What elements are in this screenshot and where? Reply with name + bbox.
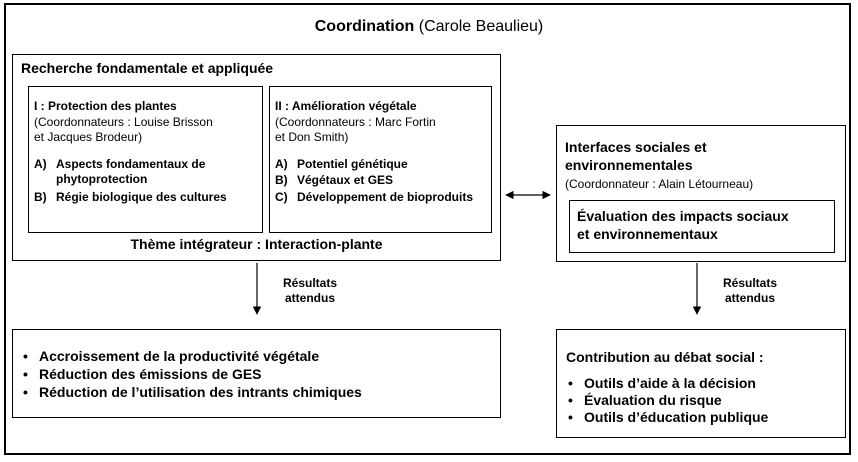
integrator-theme: Thème intégrateur : Interaction-plante bbox=[130, 236, 383, 252]
theme2-coordinators-line2: et Don Smith) bbox=[275, 130, 349, 144]
interfaces-box: Interfaces sociales et environnementales… bbox=[556, 125, 846, 262]
outcome-item: Réduction des émissions de GES bbox=[21, 365, 362, 383]
theme1-title: I : Protection des plantes bbox=[34, 99, 177, 113]
results-right-line2: attendus bbox=[724, 291, 775, 305]
research-heading: Recherche fondamentale et appliquée bbox=[21, 60, 274, 76]
outer-frame bbox=[4, 3, 851, 455]
research-box: Recherche fondamentale et appliquée I : … bbox=[12, 54, 501, 261]
outcome-item: Outils d’éducation publique bbox=[566, 409, 768, 426]
theme1-coordinators-line2: et Jacques Brodeur) bbox=[34, 130, 143, 144]
outcomes-right-list: Outils d’aide à la décision Évaluation d… bbox=[566, 375, 768, 426]
theme1-item-a-line1: Aspects fondamentaux de bbox=[56, 157, 206, 171]
theme1-coordinators-line1: (Coordonnateurs : Louise Brisson bbox=[34, 115, 213, 129]
theme2-item-a-line1: Potentiel génétique bbox=[297, 157, 408, 171]
outcomes-left-list: Accroissement de la productivité végétal… bbox=[21, 347, 362, 401]
outcome-item: Réduction de l’utilisation des intrants … bbox=[21, 383, 362, 401]
interfaces-coordinator: (Coordonnateur : Alain Létourneau) bbox=[565, 177, 754, 191]
coordinator-name: (Carole Beaulieu) bbox=[414, 18, 544, 35]
interfaces-heading-line1: Interfaces sociales et bbox=[565, 139, 707, 155]
results-left-line1: Résultats bbox=[282, 276, 338, 290]
theme2-item-b-letter: B) bbox=[275, 173, 288, 187]
results-left-line2: attendus bbox=[284, 291, 335, 305]
theme2-box: II : Amélioration végétale (Coordonnateu… bbox=[269, 86, 492, 233]
results-left: Résultats attendus bbox=[270, 276, 350, 306]
social-debate-heading: Contribution au débat social : bbox=[566, 349, 764, 365]
theme1-item-b-line1: Régie biologique des cultures bbox=[56, 190, 227, 204]
theme2-title: II : Amélioration végétale bbox=[275, 99, 417, 113]
theme2-item-a-letter: A) bbox=[275, 157, 288, 171]
impacts-line2: et environnementaux bbox=[577, 226, 718, 242]
theme1-item-a-line2: phytoprotection bbox=[56, 172, 148, 186]
interfaces-heading-line2: environnementales bbox=[565, 157, 693, 173]
outcomes-left-box: Accroissement de la productivité végétal… bbox=[12, 329, 501, 418]
outcomes-right-box: Contribution au débat social : Outils d’… bbox=[556, 329, 846, 438]
coordination-title: Coordination (Carole Beaulieu) bbox=[0, 18, 858, 36]
outcome-item: Outils d’aide à la décision bbox=[566, 375, 768, 392]
outcome-item: Évaluation du risque bbox=[566, 392, 768, 409]
theme2-item-c-line1: Développement de bioproduits bbox=[297, 190, 474, 204]
theme2-coordinators-line1: (Coordonnateurs : Marc Fortin bbox=[275, 115, 436, 129]
theme1-item-b-letter: B) bbox=[34, 190, 47, 204]
coordination-label: Coordination bbox=[314, 18, 415, 35]
impacts-line1: Évaluation des impacts sociaux bbox=[577, 208, 789, 224]
theme1-item-a-letter: A) bbox=[34, 157, 47, 171]
results-right-line1: Résultats bbox=[722, 276, 778, 290]
results-right: Résultats attendus bbox=[710, 276, 790, 306]
outcome-item: Accroissement de la productivité végétal… bbox=[21, 347, 362, 365]
theme2-item-c-letter: C) bbox=[275, 190, 288, 204]
impacts-evaluation-box: Évaluation des impacts sociaux et enviro… bbox=[569, 200, 835, 253]
theme1-box: I : Protection des plantes (Coordonnateu… bbox=[28, 86, 263, 233]
theme2-item-b-line1: Végétaux et GES bbox=[297, 173, 394, 187]
